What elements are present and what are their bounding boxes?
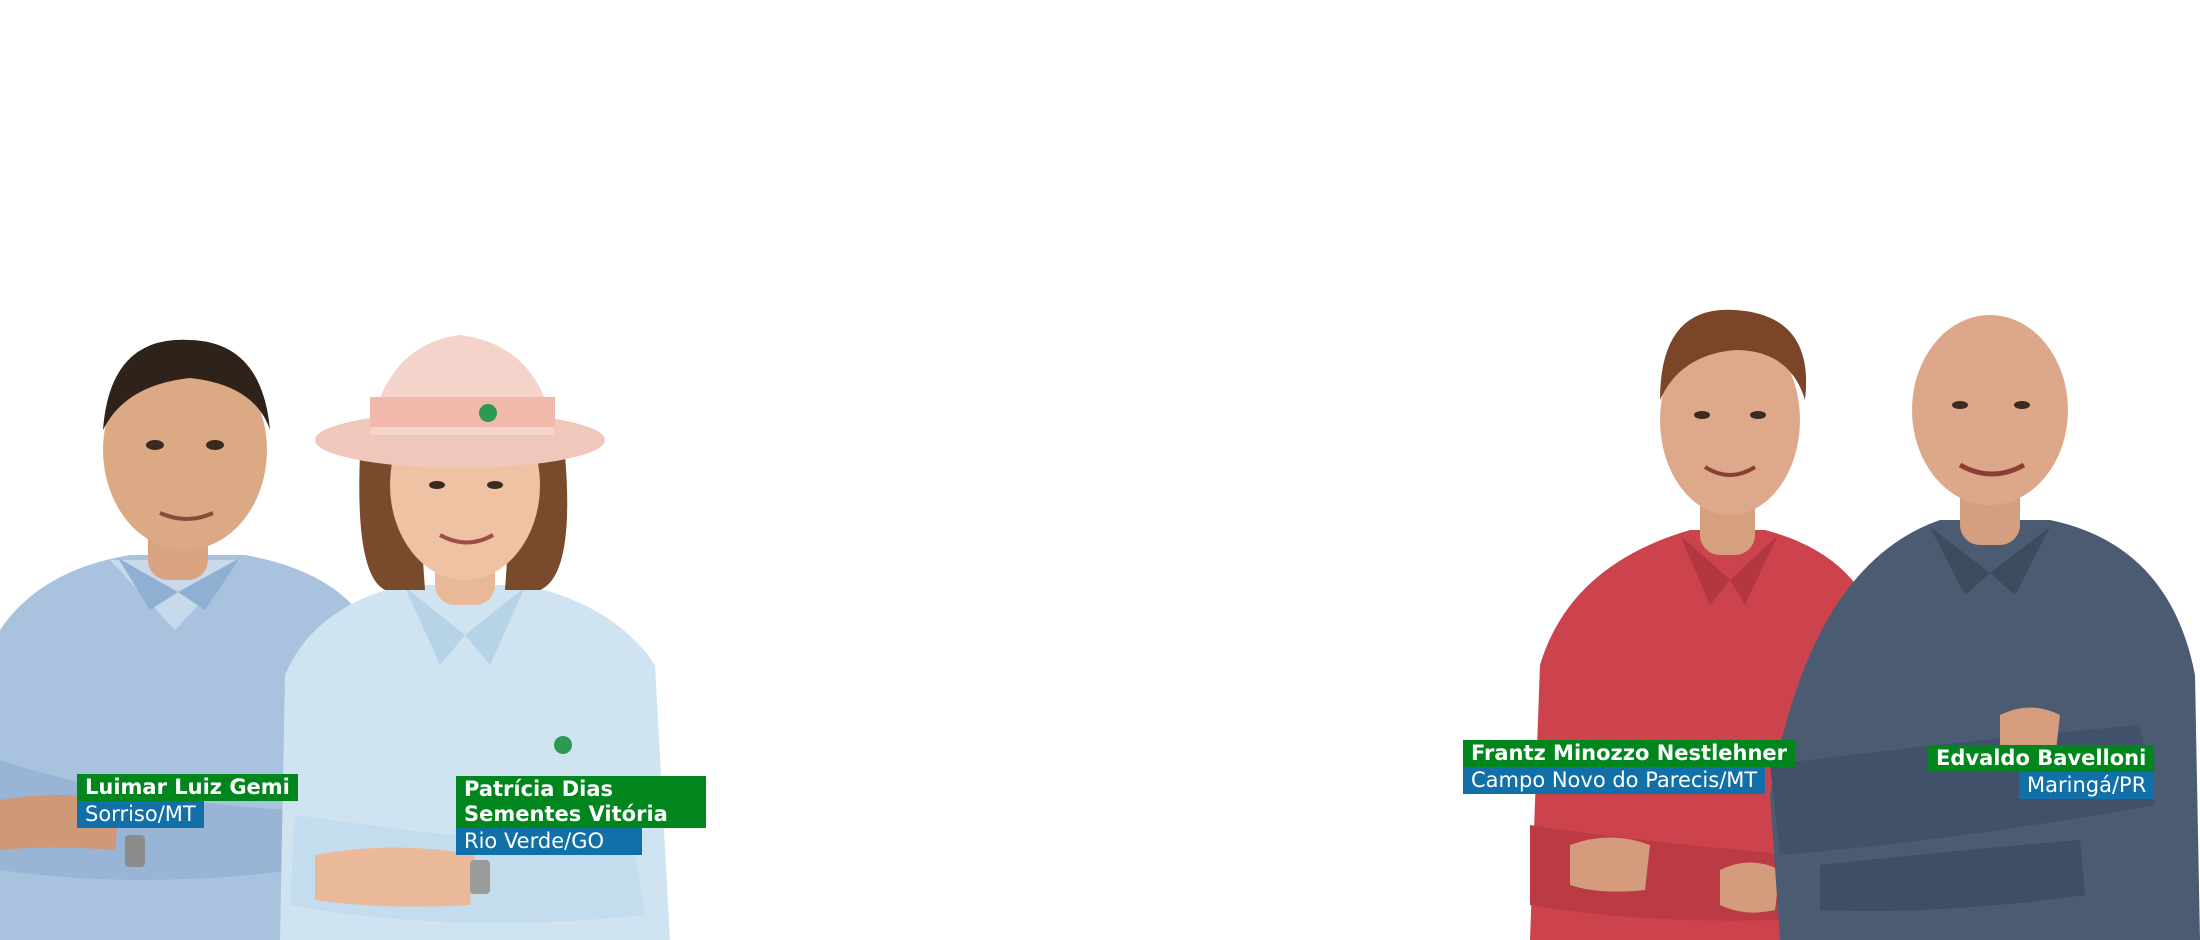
name-label: Luimar Luiz Gemi	[77, 774, 298, 801]
name-label: Frantz Minozzo Nestlehner	[1463, 740, 1796, 767]
caption-edvaldo: Edvaldo Bavelloni Maringá/PR	[1928, 745, 2155, 799]
caption-frantz: Frantz Minozzo Nestlehner Campo Novo do …	[1463, 740, 1796, 794]
photo-patricia	[275, 335, 675, 940]
name-label: Edvaldo Bavelloni	[1928, 745, 2155, 772]
location-label: Sorriso/MT	[77, 801, 204, 828]
caption-luimar: Luimar Luiz Gemi Sorriso/MT	[77, 774, 298, 828]
location-label: Campo Novo do Parecis/MT	[1463, 767, 1766, 794]
name-line-2: Sementes Vitória	[464, 802, 668, 826]
name-line-1: Patrícia Dias	[464, 777, 614, 801]
location-label: Rio Verde/GO	[456, 828, 642, 855]
name-label: Patrícia Dias Sementes Vitória	[456, 776, 706, 828]
caption-patricia: Patrícia Dias Sementes Vitória Rio Verde…	[456, 776, 706, 855]
photo-edvaldo	[1760, 295, 2200, 940]
location-label: Maringá/PR	[2019, 772, 2155, 799]
